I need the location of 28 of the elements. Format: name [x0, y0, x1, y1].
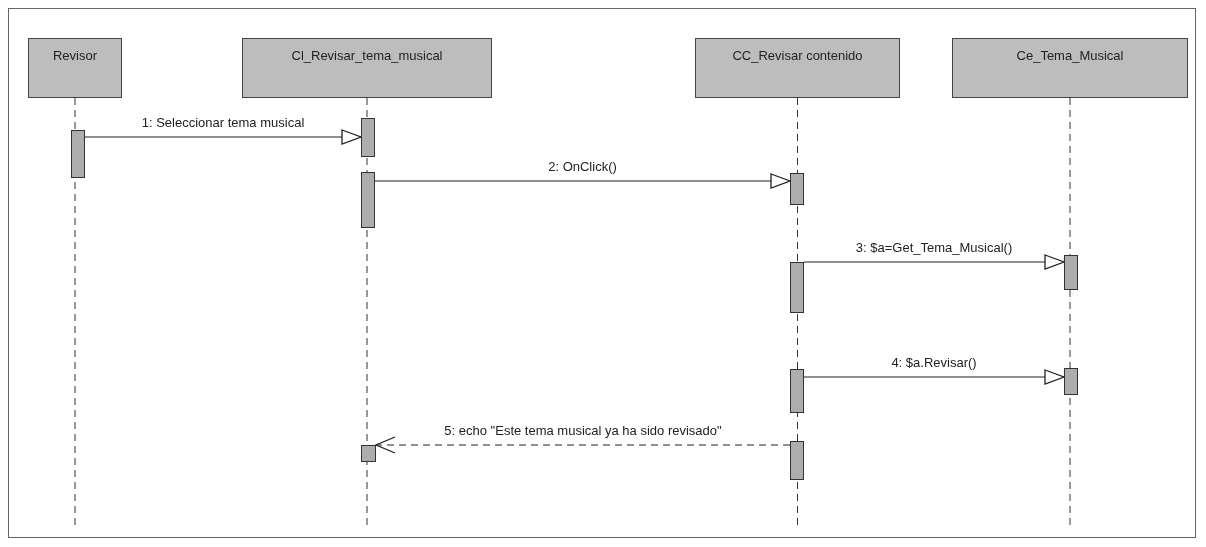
lifeline-head — [28, 38, 122, 98]
activation-bar — [361, 445, 376, 462]
object-name: CC_Revisar contenido — [732, 48, 863, 63]
activation-bar — [1064, 368, 1078, 395]
edge-label: 1: Seleccionar tema musical — [139, 115, 307, 130]
activation-bar — [361, 172, 375, 228]
activation-bar — [1064, 255, 1078, 290]
activation-bar — [790, 262, 804, 313]
activation-bar — [71, 130, 85, 178]
activation-bar — [790, 173, 804, 205]
object-name: Revisor — [52, 48, 98, 63]
activation-bar — [790, 441, 804, 480]
edge-label: 5: echo "Este tema musical ya ha sido revisado" — [442, 423, 724, 438]
activation-bar — [361, 118, 375, 157]
edge-label: 4: $a.Revisar() — [889, 355, 979, 370]
object-name: Cl_Revisar_tema_musical — [291, 48, 443, 63]
message-arrow — [374, 173, 791, 189]
edge-label: 2: OnClick() — [546, 159, 619, 174]
lifeline-head — [952, 38, 1188, 98]
message-arrow — [803, 254, 1065, 270]
lifeline-head — [695, 38, 900, 98]
edge-label: 3: $a=Get_Tema_Musical() — [853, 240, 1015, 255]
message-arrow — [84, 129, 362, 145]
lifeline-head — [242, 38, 492, 98]
object-name: Ce_Tema_Musical — [1016, 48, 1124, 63]
return-message-arrow — [375, 436, 791, 454]
message-arrow — [803, 369, 1065, 385]
activation-bar — [790, 369, 804, 413]
